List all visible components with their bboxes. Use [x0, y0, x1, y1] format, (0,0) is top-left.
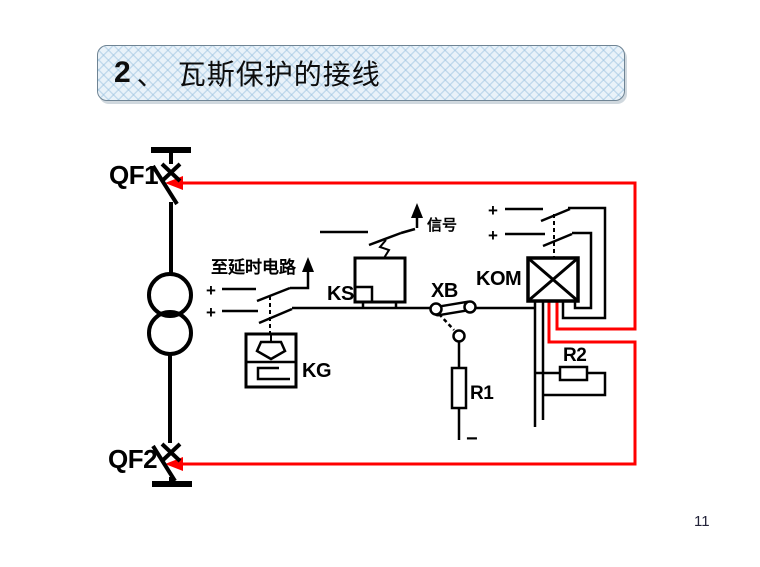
kg-relay — [244, 332, 298, 389]
page-number: 11 — [694, 513, 710, 530]
slide-title-banner: 2 、 瓦斯保护的接线 — [97, 45, 625, 101]
qf1-blade — [151, 164, 179, 206]
trip-wire-qf1-loop — [181, 181, 637, 331]
transformer-winding-top — [147, 272, 193, 318]
kg-lower-symbol — [256, 366, 290, 381]
xb-link — [429, 300, 477, 343]
transformer-winding-bottom — [147, 310, 193, 356]
delay-arrowhead — [302, 257, 314, 272]
r1-branch — [450, 342, 468, 440]
ks-box — [353, 256, 407, 304]
kom-contact2-wire — [572, 231, 593, 310]
kom-contact2-blade — [542, 232, 573, 248]
page-title: 瓦斯保护的接线 — [177, 60, 381, 91]
qf1-label: QF1 — [109, 160, 158, 190]
diagram-labels: QF1 QF2 至延时电路 信号 KS KG XB KOM R1 R2 + + … — [108, 160, 587, 474]
qf2-blade — [151, 444, 177, 483]
plus-sign-trip: + — [206, 303, 216, 322]
r1-label: R1 — [470, 383, 494, 404]
signal-label: 信号 — [427, 216, 457, 234]
title-separator: 、 — [136, 60, 164, 91]
kg-float-symbol — [255, 340, 287, 361]
delay-contact-blade — [256, 286, 291, 303]
qf2-label: QF2 — [108, 444, 157, 474]
kg-label: KG — [302, 360, 331, 382]
r2-resistor — [558, 365, 589, 382]
to-delay-circuit-label: 至延时电路 — [211, 257, 297, 277]
delay-arrow-link — [290, 266, 310, 290]
title-number: 2 — [114, 56, 131, 89]
plus-sign-delay: + — [206, 281, 216, 300]
xb-dashed-blade — [438, 313, 455, 331]
trip-circuit-wires — [181, 181, 637, 466]
signal-arrowhead — [411, 203, 423, 218]
plus-sign-kom2: + — [488, 226, 498, 245]
kom-contacts — [505, 206, 607, 320]
primary-bus — [147, 147, 193, 487]
minus-sign-r1: − — [466, 428, 478, 450]
kom-contact1-blade — [540, 207, 571, 223]
kg-contacts — [222, 266, 310, 333]
xb-terminal-left — [429, 302, 443, 316]
xb-bar-inner — [435, 303, 471, 314]
qf2-breaker-x — [160, 442, 182, 463]
xb-terminal-right — [463, 300, 477, 314]
r1-resistor — [450, 366, 468, 410]
kom-relay — [526, 256, 580, 427]
trip-wire-qf2-loop — [181, 301, 637, 466]
ks-circuit — [292, 212, 535, 310]
kom-box — [526, 256, 580, 303]
kom-box-x — [527, 256, 579, 303]
ks-subsquare — [353, 285, 374, 304]
plus-sign-kom1: + — [488, 201, 498, 220]
r2-label: R2 — [563, 345, 586, 366]
ks-label: KS — [327, 283, 354, 305]
xb-label: XB — [431, 280, 458, 302]
ks-contact-blade — [368, 231, 402, 247]
xb-terminal-lower — [452, 329, 466, 343]
qf1-breaker-x — [160, 162, 182, 183]
kom-contact1-wire — [561, 206, 607, 320]
kom-label: KOM — [476, 268, 521, 290]
trip-contact-blade — [258, 307, 293, 325]
r2-branch — [535, 365, 607, 397]
trip-wire-arrowheads — [165, 176, 183, 471]
ks-squiggle — [378, 239, 391, 259]
r2-return-wire — [543, 371, 607, 397]
